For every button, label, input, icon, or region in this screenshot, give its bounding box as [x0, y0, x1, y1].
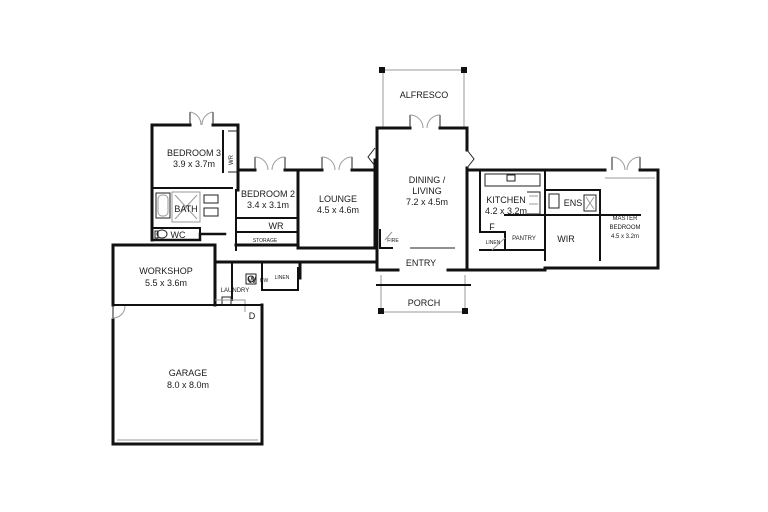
lounge-label: LOUNGE	[319, 194, 357, 204]
kitchen-size: 4.2 x 3.2m	[485, 206, 527, 216]
wir-label: WIR	[557, 234, 575, 244]
kitchen-f-label: F	[489, 222, 495, 232]
kitchen-linen-label: LINEN	[486, 240, 501, 246]
ensuite-walls	[544, 169, 601, 261]
workshop-label: WORKSHOP	[139, 266, 193, 276]
dining-living-size: 7.2 x 4.5m	[406, 197, 448, 207]
d-label: D	[249, 311, 256, 321]
master-label-line1: MASTER	[612, 216, 638, 222]
workshop-size: 5.5 x 3.6m	[145, 278, 187, 288]
dining-living-label-line1: DINING /	[409, 175, 446, 185]
wc-fixture	[154, 229, 168, 239]
ensuite-label: ENS	[564, 198, 583, 208]
entry-label: ENTRY	[406, 258, 436, 268]
master-size: 4.5 x 3.2m	[611, 234, 639, 240]
bedroom-2-wr-label: WR	[269, 221, 284, 231]
bedroom-2-walls	[234, 168, 377, 251]
garage-label: GARAGE	[169, 368, 208, 378]
storage-label: STORAGE	[253, 238, 278, 244]
dining-living-walls	[375, 126, 475, 272]
dining-living-label-line2: LIVING	[412, 186, 442, 196]
bedroom-3-size: 3.9 x 3.7m	[173, 159, 215, 169]
hall-linen-label: LINEN	[275, 275, 290, 281]
lounge-walls	[296, 147, 393, 250]
alfresco-area	[375, 67, 469, 130]
bedroom-2-label: BEDROOM 2	[241, 189, 295, 199]
garage-walls	[111, 303, 264, 446]
bedroom-2-door	[254, 156, 286, 171]
bedroom-3-label: BEDROOM 3	[167, 148, 221, 158]
east-wing-walls	[465, 266, 547, 272]
w-label: W	[248, 275, 257, 285]
master-bedroom-walls	[543, 156, 660, 270]
bedroom-2-size: 3.4 x 3.1m	[247, 200, 289, 210]
laundry-label: LAUNDRY	[221, 288, 250, 294]
bath-fixtures	[155, 191, 219, 223]
pantry-label: PANTRY	[512, 236, 536, 242]
bedroom-3-door	[189, 111, 214, 126]
bath-label: BATH	[174, 204, 197, 214]
hw-label: HW	[260, 278, 269, 284]
lounge-size: 4.5 x 4.6m	[317, 205, 359, 215]
alfresco-label: ALFRESCO	[400, 90, 449, 100]
fire-label: FIRE	[387, 238, 399, 244]
laundry-walls	[213, 260, 377, 312]
master-label-line2: BEDROOM	[609, 225, 640, 231]
porch-label: PORCH	[408, 298, 441, 308]
workshop-walls	[111, 243, 217, 319]
bedroom-3-walls	[150, 123, 240, 242]
wc-label: WC	[171, 230, 186, 240]
kitchen-label: KITCHEN	[486, 195, 526, 205]
garage-size: 8.0 x 8.0m	[167, 380, 209, 390]
bedroom-3-wr-label: WR	[229, 154, 235, 165]
porch-area	[376, 275, 471, 314]
